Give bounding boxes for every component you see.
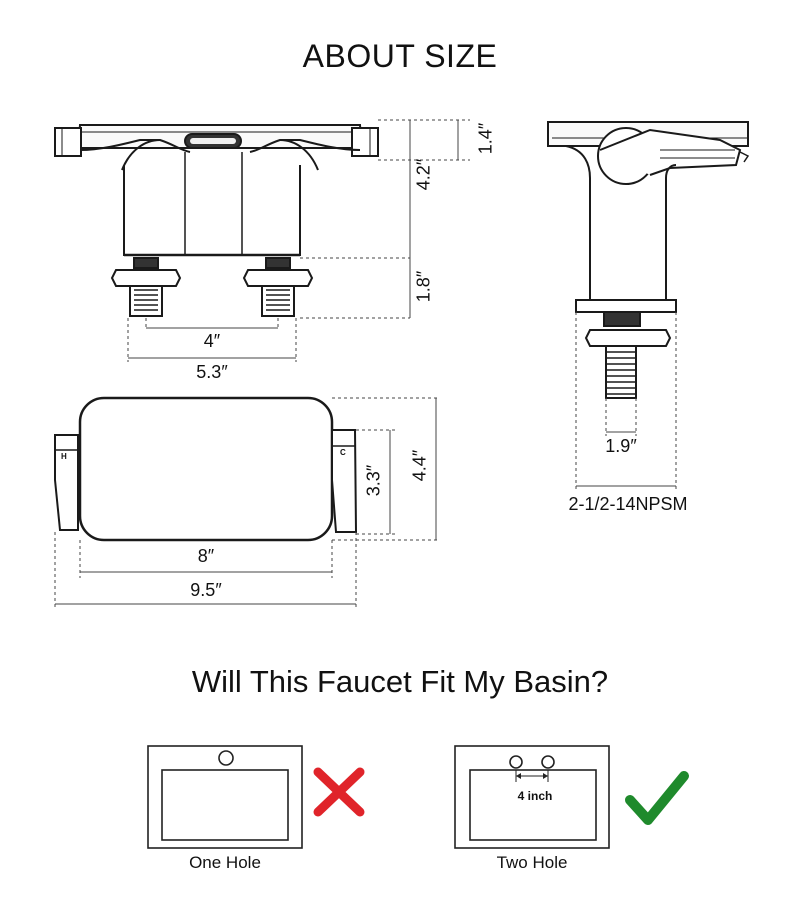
page-title: ABOUT SIZE <box>302 38 498 74</box>
dim-top-height: 1.4″ <box>475 122 496 155</box>
dim-top-length-inner: 8″ <box>197 546 215 566</box>
dim-shank-height: 1.8″ <box>413 270 434 303</box>
dim-top-width-inner: 3.3″ <box>363 464 384 497</box>
hole-spacing-label: 4 inch <box>517 789 553 803</box>
top-view-dimension-lines <box>55 398 437 605</box>
cross-icon <box>313 767 365 817</box>
dim-shank-width: 1.9″ <box>605 436 637 456</box>
dim-top-length-overall: 9.5″ <box>190 580 222 600</box>
side-view-dimension-lines <box>576 431 676 487</box>
front-view-faucet <box>54 124 379 317</box>
thread-spec: 2-1/2-14NPSM <box>568 494 688 514</box>
side-view-guides <box>575 312 677 490</box>
top-view-guides <box>54 397 440 608</box>
dim-body-height: 4.2″ <box>413 158 434 191</box>
dim-center-spacing: 4″ <box>203 331 221 351</box>
top-view-faucet <box>54 396 358 542</box>
side-view-faucet <box>547 121 750 399</box>
basin-caption-two-hole: Two Hole <box>496 853 568 872</box>
front-view-dimension-lines <box>128 120 459 359</box>
check-icon <box>625 771 689 825</box>
hot-marker: H <box>61 452 67 461</box>
dim-base-width: 5.3″ <box>196 362 228 382</box>
front-view-guides <box>127 119 470 362</box>
fit-question: Will This Faucet Fit My Basin? <box>191 664 609 699</box>
basin-one-hole <box>147 745 303 849</box>
basin-two-hole <box>454 745 610 849</box>
cold-marker: C <box>340 448 346 457</box>
dim-top-width-overall: 4.4″ <box>409 449 430 482</box>
basin-caption-one-hole: One Hole <box>189 853 261 872</box>
